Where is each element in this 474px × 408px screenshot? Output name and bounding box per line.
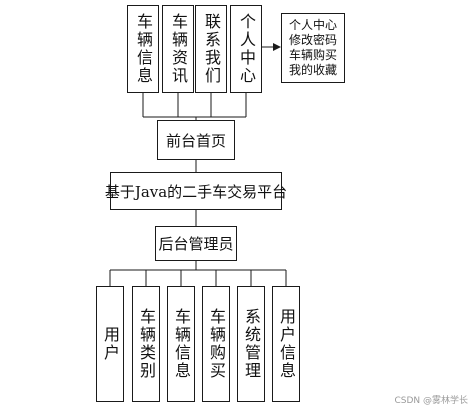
personal-center-note-text: 个人中心 修改密码 车辆购买 我的收藏 (288, 18, 337, 77)
module-contact-us: 联系我们 (195, 5, 227, 93)
personal-center-note: 个人中心 修改密码 车辆购买 我的收藏 (281, 13, 345, 83)
module-vehicle-category-label: 车辆类别 (137, 308, 156, 380)
arrow-head (273, 43, 281, 51)
module-vehicle-info: 车辆信息 (127, 5, 159, 93)
module-vehicle-news: 车辆资讯 (162, 5, 194, 93)
system-title-box: 基于Java的二手车交易平台 (105, 172, 287, 210)
admin-label: 后台管理员 (158, 235, 234, 253)
front-page-box: 前台首页 (157, 120, 235, 160)
module-system-management: 系统管理 (237, 286, 265, 402)
module-admin-vehicle-info-label: 车辆信息 (172, 308, 191, 380)
module-system-management-label: 系统管理 (242, 308, 261, 380)
module-admin-vehicle-info: 车辆信息 (167, 286, 195, 402)
module-personal-center-label: 个人中心 (237, 13, 256, 85)
system-title-label: 基于Java的二手车交易平台 (104, 182, 288, 201)
module-vehicle-purchase-label: 车辆购买 (207, 308, 226, 380)
module-personal-center: 个人中心 (230, 5, 262, 93)
module-user-info-label: 用户信息 (277, 308, 296, 380)
module-vehicle-news-label: 车辆资讯 (169, 13, 188, 85)
module-user: 用户 (96, 286, 124, 402)
admin-box: 后台管理员 (155, 226, 237, 261)
module-contact-us-label: 联系我们 (202, 13, 221, 85)
watermark: CSDN @雾林学长 (394, 396, 468, 406)
front-page-label: 前台首页 (165, 131, 226, 150)
module-user-info: 用户信息 (272, 286, 300, 402)
module-vehicle-purchase: 车辆购买 (202, 286, 230, 402)
module-vehicle-info-label: 车辆信息 (134, 13, 153, 85)
module-user-label: 用户 (101, 326, 120, 362)
module-vehicle-category: 车辆类别 (132, 286, 160, 402)
